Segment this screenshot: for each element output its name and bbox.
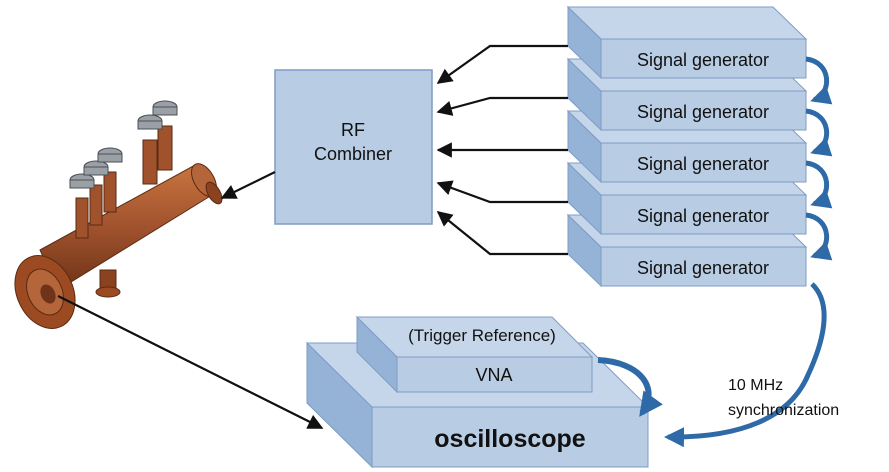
generator-to-combiner-arrows bbox=[436, 44, 568, 256]
signal-generator-label: Signal generator bbox=[637, 258, 769, 278]
sync-to-oscilloscope-arrow bbox=[664, 282, 827, 448]
resonator-cavity-image bbox=[14, 100, 223, 329]
vna-trigger-arrow bbox=[597, 357, 663, 417]
rf-combiner-label-line1: RF bbox=[341, 120, 365, 140]
sync-label-line1: 10 MHz bbox=[728, 377, 783, 394]
combiner-to-cavity-arrow bbox=[220, 171, 276, 199]
trigger-reference-label: (Trigger Reference) bbox=[408, 326, 556, 345]
signal-generator-label: Signal generator bbox=[637, 206, 769, 226]
signal-generator-label: Signal generator bbox=[637, 102, 769, 122]
sync-label-line2: synchronization bbox=[728, 402, 839, 419]
signal-generator-label: Signal generator bbox=[637, 50, 769, 70]
signal-generator-label: Signal generator bbox=[637, 154, 769, 174]
signal-generator-1: Signal generator bbox=[566, 5, 808, 80]
vna-box: (Trigger Reference) VNA bbox=[355, 315, 594, 394]
rf-combiner-box: RF Combiner bbox=[274, 69, 433, 225]
generator-sync-chain bbox=[805, 56, 833, 261]
rf-combiner-label-line2: Combiner bbox=[314, 144, 392, 164]
cavity-to-oscilloscope-arrow bbox=[57, 295, 324, 429]
oscilloscope-label: oscilloscope bbox=[434, 425, 586, 453]
vna-label: VNA bbox=[475, 365, 512, 385]
